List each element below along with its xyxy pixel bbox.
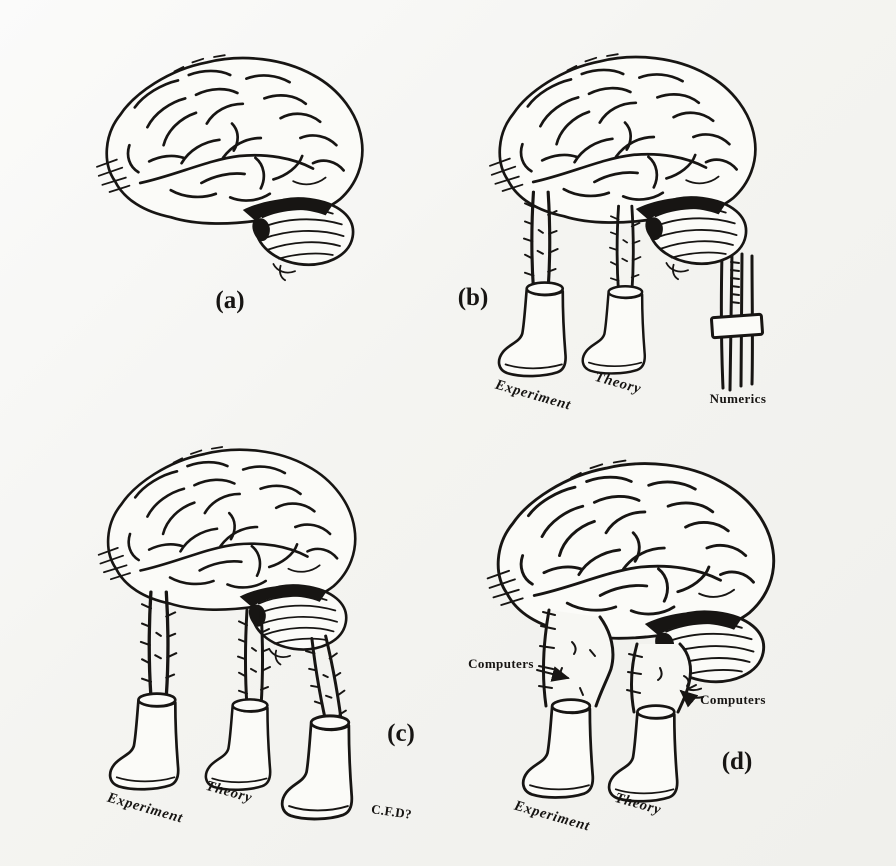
experiment-label: Experiment (104, 789, 185, 826)
panel-c-tag: (c) (387, 720, 415, 747)
boot-icon (204, 698, 272, 792)
boot-icon (607, 704, 679, 803)
panel-d: Computers Computers Experiment Theory (d… (468, 459, 776, 835)
arrow-icon (536, 666, 570, 682)
numerics-sticks-icon (709, 250, 765, 392)
panel-b: Experiment Theory Numerics (b) (458, 52, 767, 414)
boot-icon (280, 714, 354, 821)
brain-illustration (95, 53, 364, 282)
boot-icon (497, 281, 567, 378)
boot-icon (581, 285, 647, 375)
thick-leg-icon (626, 642, 697, 714)
boot-icon (521, 698, 595, 799)
panel-b-tag: (b) (458, 284, 489, 311)
experiment-label: Experiment (511, 797, 592, 834)
cfd-label: C.F.D? (370, 801, 413, 822)
arrow-icon (679, 689, 704, 708)
hairy-leg-icon (139, 590, 178, 698)
panel-c: Experiment Theory C.F.D? (c) (97, 445, 415, 827)
boot-icon (108, 692, 180, 791)
panel-a: (a) (95, 53, 364, 314)
experiment-label: Experiment (492, 376, 573, 413)
thick-leg-icon (538, 608, 615, 708)
brain-illustration (97, 445, 357, 666)
computers-right-label: Computers (700, 692, 766, 707)
numerics-label: Numerics (710, 391, 767, 406)
panel-d-tag: (d) (722, 748, 753, 775)
computers-left-label: Computers (468, 656, 534, 671)
brain-illustration (488, 52, 757, 281)
panel-a-tag: (a) (215, 287, 244, 314)
